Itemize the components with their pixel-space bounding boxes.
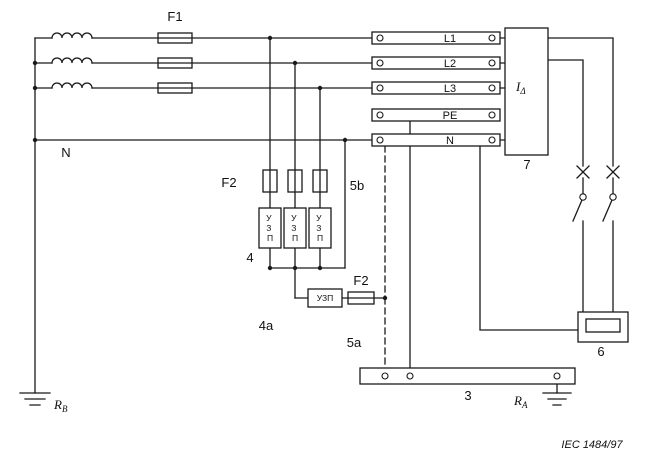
junction-dot bbox=[267, 35, 273, 41]
terminal-circle bbox=[376, 136, 384, 144]
junction-dot bbox=[342, 137, 348, 143]
winding-coil-icon-l1 bbox=[51, 32, 93, 39]
rcd-output-wire-1 bbox=[547, 37, 614, 167]
busbar-label-n: N bbox=[446, 135, 454, 147]
busbar-label-l3: L3 bbox=[444, 83, 456, 95]
figure-reference-label: IEC 1484/97 bbox=[561, 439, 623, 451]
spd-device-text-l3: У З П bbox=[316, 213, 324, 243]
terminal-circle bbox=[488, 84, 496, 92]
busbar-l1 bbox=[371, 31, 501, 45]
earth-busbar-ref-label: 3 bbox=[464, 388, 471, 403]
earth-busbar bbox=[359, 367, 576, 385]
terminal-circle bbox=[488, 34, 496, 42]
link-5a-label: 5a bbox=[347, 335, 362, 350]
junction-dot bbox=[382, 295, 388, 301]
rcd-ref-label: 7 bbox=[523, 157, 530, 172]
terminal-circle bbox=[376, 111, 384, 119]
junction-dot bbox=[267, 265, 273, 271]
wires bbox=[19, 32, 620, 406]
spd-bank-branches bbox=[269, 37, 321, 299]
terminal-circle bbox=[376, 84, 384, 92]
spd-device-text-l2: У З П bbox=[291, 213, 299, 243]
busbar-l3 bbox=[371, 81, 501, 95]
terminal-circle bbox=[488, 136, 496, 144]
fuse-f2-spd-label: F2 bbox=[353, 273, 368, 288]
labels: F1 N F2 4 F2 4a 5b 5a 3 6 7 L1 L2 L3 PE … bbox=[53, 9, 623, 451]
rcd-current-label: IΔ bbox=[515, 79, 526, 96]
terminal-circle bbox=[406, 372, 414, 380]
component-boxes bbox=[258, 27, 629, 385]
spd-box-l3 bbox=[308, 207, 332, 249]
load-neutral-wire bbox=[479, 145, 579, 331]
busbar-label-l1: L1 bbox=[444, 33, 456, 45]
fuse-f2-bank-label: F2 bbox=[221, 175, 236, 190]
spd-box-l1 bbox=[258, 207, 282, 249]
spd-box-l2 bbox=[283, 207, 307, 249]
terminal-circle bbox=[376, 34, 384, 42]
earth-ground-icon-rb bbox=[19, 392, 51, 406]
earth-resistance-rb-label: RB bbox=[53, 397, 68, 414]
busbar-l2 bbox=[371, 56, 501, 70]
junction-dot bbox=[317, 265, 323, 271]
load-element bbox=[585, 318, 621, 333]
earth-resistance-ra-label: RA bbox=[513, 393, 528, 410]
fuse-bodies bbox=[157, 32, 375, 305]
rcd-output-wire-2 bbox=[547, 59, 584, 167]
switch-pivot-circle bbox=[609, 193, 617, 201]
junction-dot bbox=[292, 60, 298, 66]
load-ref-label: 6 bbox=[597, 344, 604, 359]
junction-dot bbox=[32, 137, 38, 143]
junction-dot bbox=[317, 85, 323, 91]
winding-coil-icon-l3 bbox=[51, 82, 93, 89]
junction-dot bbox=[32, 60, 38, 66]
earth-ground-icon-ra bbox=[542, 392, 572, 406]
terminal-circle bbox=[381, 372, 389, 380]
busbar-label-l2: L2 bbox=[444, 58, 456, 70]
switch-contact-right bbox=[602, 165, 620, 313]
terminal-circle bbox=[553, 372, 561, 380]
switch-pivot-circle bbox=[579, 193, 587, 201]
terminal-circle bbox=[488, 111, 496, 119]
winding-coil-icon-l2 bbox=[51, 57, 93, 64]
fuse-f1-label: F1 bbox=[167, 9, 182, 24]
link-5b-label: 5b bbox=[350, 178, 364, 193]
busbar-label-pe: PE bbox=[443, 110, 458, 122]
spd-bank-ref-label: 4 bbox=[246, 250, 253, 265]
junction-dot bbox=[292, 265, 298, 271]
spd-device-text-single: УЗП bbox=[317, 293, 333, 303]
switch-contact-left bbox=[572, 165, 590, 313]
junction-dot bbox=[32, 85, 38, 91]
spd-box-single bbox=[307, 288, 343, 308]
spd-single-ref-label: 4a bbox=[259, 318, 274, 333]
spd-device-text-l1: У З П bbox=[266, 213, 274, 243]
busbar-pe bbox=[371, 108, 501, 122]
terminals-and-dots bbox=[32, 34, 617, 380]
neutral-conductor-label: N bbox=[61, 145, 70, 160]
rcd-box bbox=[504, 27, 549, 156]
terminal-circle bbox=[376, 59, 384, 67]
busbar-n bbox=[371, 133, 501, 147]
terminal-circle bbox=[488, 59, 496, 67]
